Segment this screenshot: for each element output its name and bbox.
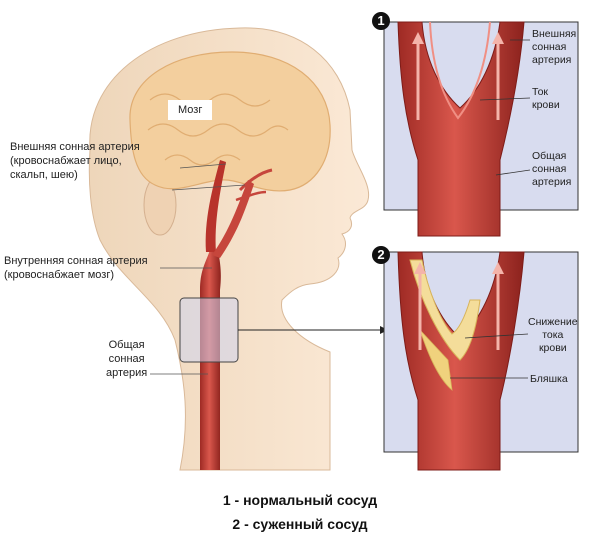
internal-artery-label-line1: Внутренняя сонная артерия	[4, 255, 148, 267]
panel2-plaque-label: Бляшка	[530, 373, 568, 385]
internal-artery-label-line2: (кровоснабжает мозг)	[4, 269, 115, 281]
panel2-reduced-line3: крови	[538, 342, 567, 354]
neck-highlight-box	[179, 297, 239, 363]
external-artery-label-line3: скальп, шею)	[10, 169, 78, 181]
external-carotid-artery	[212, 180, 254, 258]
panel1-flow-line1: Ток	[532, 86, 549, 98]
plaque-shape	[409, 259, 481, 361]
external-artery-label: Внешняя сонная артерия (кровоснабжает ли…	[10, 140, 140, 182]
common-artery-label-line1: Общая	[108, 339, 145, 351]
common-artery-label-line2: сонная	[108, 353, 145, 365]
caption-line-2: 2 - суженный сосуд	[232, 516, 368, 532]
brain-shape	[129, 51, 331, 192]
panel-1-normal-vessel	[383, 21, 579, 237]
panel1-common-line2: сонная	[532, 163, 567, 175]
panel1-flow-line2: крови	[532, 99, 560, 111]
panel2-reduced-flow-label: Снижение тока крови	[528, 316, 578, 355]
panel-2-narrowed-vessel	[383, 251, 579, 471]
panel1-common-line3: артерия	[532, 176, 572, 188]
external-artery-label-line2: (кровоснабжает лицо,	[10, 155, 122, 167]
panel1-common-line1: Общая	[532, 150, 567, 162]
panel1-external-line3: артерия	[532, 54, 572, 66]
common-artery-label: Общая сонная артерия	[106, 338, 147, 380]
panel2-reduced-line2: тока	[542, 329, 564, 341]
panel1-external-line1: Внешняя	[532, 28, 577, 40]
internal-carotid-artery	[205, 160, 226, 252]
panel1-flow-label: Ток крови	[532, 86, 560, 112]
common-artery-label-line3: артерия	[106, 367, 148, 379]
panel1-external-line2: сонная	[532, 41, 567, 53]
panel-1-number-badge: 1	[372, 12, 390, 30]
panel1-common-label: Общая сонная артерия	[532, 150, 571, 189]
internal-artery-label: Внутренняя сонная артерия (кровоснабжает…	[4, 254, 148, 282]
caption-line-1: 1 - нормальный сосуд	[222, 492, 378, 508]
panel1-external-label: Внешняя сонная артерия	[532, 28, 576, 67]
brain-label: Мозг	[168, 100, 213, 120]
external-artery-label-line1: Внешняя сонная артерия	[10, 141, 140, 153]
panel2-reduced-line1: Снижение	[528, 316, 578, 328]
panel-2-number-badge: 2	[372, 246, 390, 264]
